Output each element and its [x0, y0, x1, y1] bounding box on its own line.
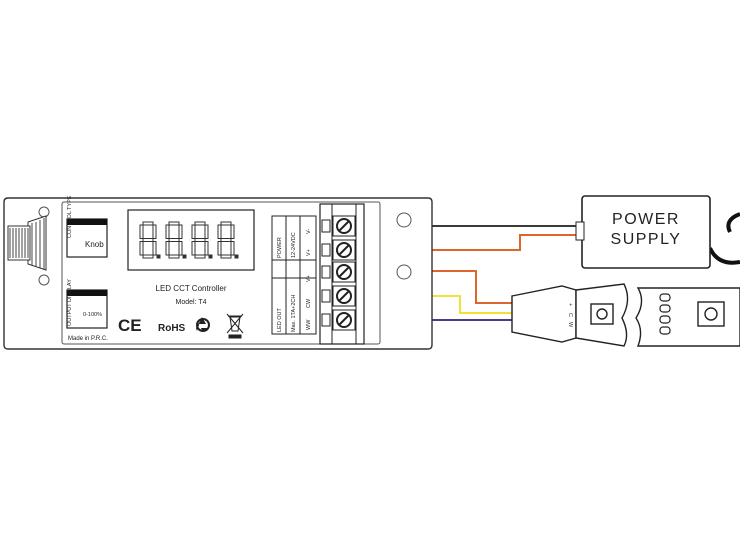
display-digit [165, 221, 187, 259]
led-chip-icon [697, 301, 725, 327]
control-type-value: Knob [85, 240, 104, 249]
model-number: Model: T4 [176, 299, 207, 306]
terminal-label-v-plus-led: V+ [306, 275, 312, 282]
terminal-label-panel: POWER 12-24VDC V- V+ LED OUT Max. 1TA+2C… [271, 215, 317, 335]
display-digit [191, 221, 213, 259]
power-supply-line1: POWER [612, 211, 680, 228]
made-in-label: Made in P.R.C. [68, 336, 108, 342]
output-display-label: OUTPUT DISPLAY 0-100% [66, 279, 108, 329]
strip-pin-plus: + [567, 303, 573, 306]
screw-terminal-icon [321, 215, 356, 237]
screw-terminal-icon [321, 285, 356, 307]
mount-hole-right-top [396, 212, 412, 228]
power-supply: POWER SUPPLY [575, 195, 711, 269]
screw-terminal-icon [321, 261, 356, 283]
power-supply-input-stub [575, 221, 585, 241]
display-digit [217, 221, 239, 259]
led-out-label: LED OUT [277, 308, 283, 332]
display-digit [139, 221, 161, 259]
output-display-heading: OUTPUT DISPLAY [67, 279, 73, 326]
mount-hole-right-bottom [396, 264, 412, 280]
mount-hole-left-top [38, 206, 50, 218]
knob-icon[interactable] [7, 215, 47, 271]
strip-pin-w: W [567, 322, 573, 328]
led-chip-icon [590, 303, 614, 325]
rohs-mark: RoHS [158, 323, 186, 334]
strip-pin-c: C [567, 313, 573, 317]
resistor-pads [659, 293, 671, 335]
controller: CONTROL TYPE Knob OUTPUT DISPLAY 0-100% … [3, 195, 433, 350]
power-supply-line2: SUPPLY [611, 231, 682, 248]
power-voltage: 12-24VDC [291, 232, 297, 258]
seven-segment-display [127, 209, 255, 271]
mount-hole-left-bottom [38, 274, 50, 286]
power-label: POWER [277, 237, 283, 258]
terminal-block [319, 203, 365, 345]
terminal-label-v-minus: V- [306, 229, 312, 234]
strip-connector [511, 285, 577, 343]
terminal-label-cw: CW [306, 298, 312, 308]
terminal-label-v-plus-power: V+ [306, 249, 312, 256]
control-type-label: CONTROL TYPE Knob [66, 195, 108, 258]
terminal-label-ww: WW [306, 319, 312, 330]
wire-power-positive [350, 234, 578, 251]
recycle-icon [196, 317, 210, 332]
led-out-rating: Max. 1TA+2CH [291, 295, 297, 332]
output-display-value: 0-100% [83, 312, 102, 318]
power-supply-output-cable [708, 247, 740, 265]
power-supply-cable-stub [726, 212, 740, 233]
ce-mark: CE [118, 316, 142, 335]
led-strip: + C W [511, 283, 740, 347]
screw-terminal-icon [321, 309, 356, 331]
product-name: LED CCT Controller [156, 284, 227, 293]
control-type-heading: CONTROL TYPE [67, 195, 73, 238]
weee-bin-icon [226, 313, 244, 339]
screw-terminal-icon [321, 239, 356, 261]
